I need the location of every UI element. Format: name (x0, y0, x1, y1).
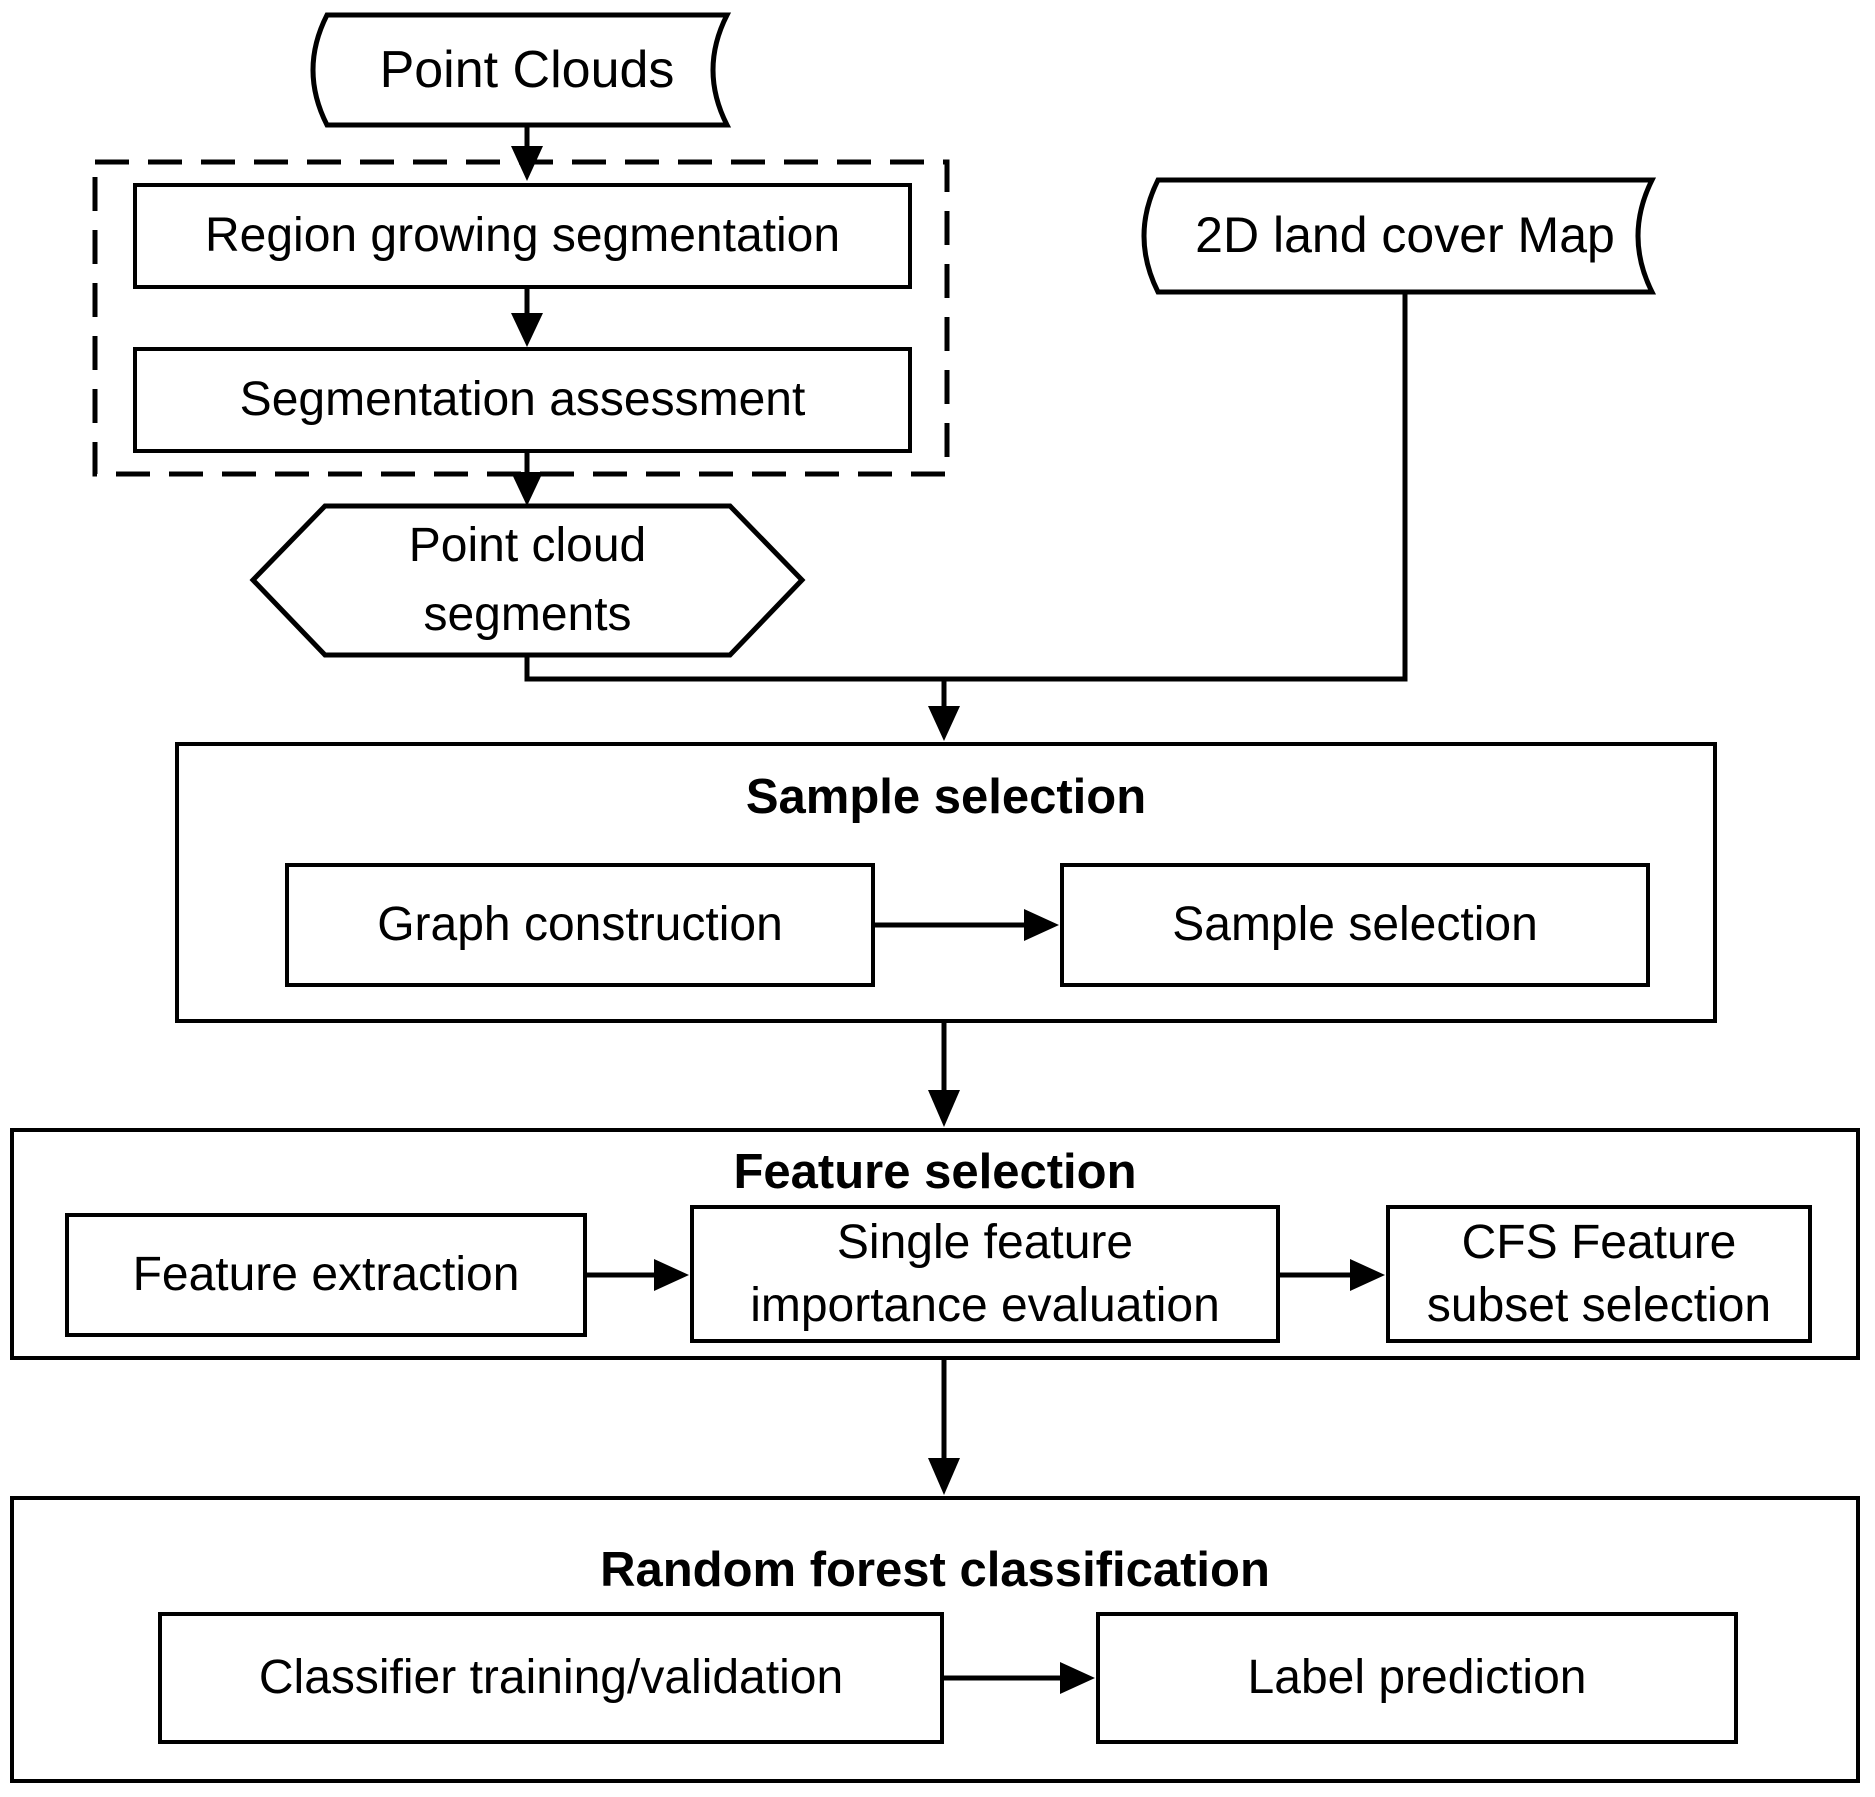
random-forest-group-title: Random forest classification (600, 1543, 1270, 1597)
region-growing-label: Region growing segmentation (204, 208, 841, 262)
classifier-training-label: Classifier training/validation (258, 1650, 844, 1704)
label-prediction-label: Label prediction (1247, 1650, 1587, 1704)
point-cloud-segments-node: Point cloud segments (253, 506, 802, 655)
feature-selection-group (10, 1128, 1860, 1360)
point-cloud-segments-label-line1: Point cloud (408, 519, 647, 573)
land-cover-map-label: 2D land cover Map (1195, 207, 1615, 264)
point-clouds-label: Point Clouds (379, 40, 675, 99)
arrowhead-pointclouds-region (511, 146, 543, 181)
feature-extraction-node: Feature extraction (65, 1213, 587, 1337)
segmentation-assessment-node: Segmentation assessment (133, 347, 912, 453)
arrowhead-region-assessment (511, 313, 543, 347)
label-prediction-node: Label prediction (1096, 1612, 1738, 1744)
single-feature-importance-node: Single feature importance evaluation (690, 1205, 1280, 1343)
arrowhead-assessment-segments (511, 472, 543, 506)
sample-selection-group-title: Sample selection (745, 770, 1147, 824)
sample-selection-node: Sample selection (1060, 863, 1650, 987)
single-feature-importance-label-line2: importance evaluation (750, 1279, 1220, 1332)
region-growing-node: Region growing segmentation (133, 183, 912, 289)
arrowhead-feature-forest (928, 1458, 960, 1495)
point-cloud-segments-label-line2: segments (423, 587, 632, 641)
land-cover-map-node: 2D land cover Map (1158, 180, 1652, 292)
feature-extraction-label: Feature extraction (132, 1247, 520, 1301)
classifier-training-node: Classifier training/validation (158, 1612, 944, 1744)
segmentation-assessment-label: Segmentation assessment (239, 372, 806, 426)
cfs-feature-subset-label-line2: subset selection (1426, 1279, 1772, 1332)
graph-construction-node: Graph construction (285, 863, 875, 987)
point-clouds-node: Point Clouds (327, 15, 727, 125)
graph-construction-label: Graph construction (377, 897, 783, 951)
cfs-feature-subset-node: CFS Feature subset selection (1386, 1205, 1812, 1343)
sample-selection-group (175, 742, 1717, 1023)
arrowhead-sample-feature (928, 1090, 960, 1127)
single-feature-importance-label-line1: Single feature (836, 1215, 1134, 1269)
cfs-feature-subset-label-line1: CFS Feature (1461, 1215, 1737, 1269)
feature-selection-group-title: Feature selection (733, 1145, 1137, 1199)
arrowhead-merge-sample (928, 706, 960, 741)
random-forest-group (10, 1496, 1860, 1783)
sample-selection-label: Sample selection (1172, 897, 1538, 951)
